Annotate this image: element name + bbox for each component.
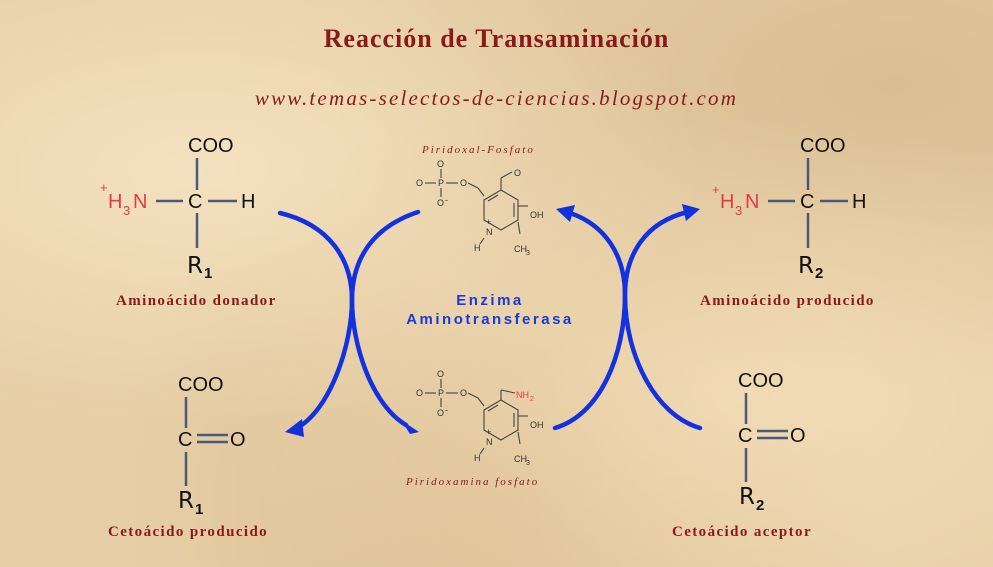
coo-label: COO: [738, 370, 784, 392]
bond: [477, 187, 485, 197]
arrowhead-icon: [682, 204, 700, 221]
r2-sub: 2: [756, 497, 764, 514]
blog-url: www.temas-selectos-de-ciencias.blogspot.…: [254, 86, 739, 110]
bond: [479, 237, 485, 245]
enzyme-line1: Enzima: [456, 292, 524, 309]
atom-o: O: [437, 369, 444, 379]
amino-sub: 3: [123, 203, 130, 218]
arrow-plp-to-pmp: [349, 209, 421, 428]
group-oh: OH: [530, 420, 544, 430]
amino-plus: +: [100, 180, 108, 195]
charge-minus: -: [445, 405, 448, 415]
caption-ketoacid-acceptor: Cetoácido aceptor: [672, 524, 813, 540]
enzyme-line2: Aminotransferasa: [406, 311, 574, 328]
cofactor-pyridoxamine-label: Piridoxamina fosfato: [406, 476, 540, 488]
oxygen-label: O: [230, 429, 246, 451]
r2-label: R: [739, 484, 755, 510]
group-ch3: CH: [514, 454, 527, 464]
atom-p: P: [438, 388, 444, 398]
molecule-amino-produced: COO + H 3 N C H R 2: [712, 135, 866, 282]
molecule-ketoacid-produced: COO C O R 1: [178, 374, 246, 518]
arrowhead-icon: [285, 419, 304, 437]
cofactor-pyridoxal-label: Piridoxal-Fosfato: [422, 144, 535, 156]
ring-n: N: [486, 437, 493, 447]
r1-sub: 1: [195, 501, 203, 518]
group-ch3: CH: [514, 244, 527, 254]
atom-o: O: [437, 408, 444, 418]
arrow-pmp-to-plp: [552, 210, 628, 431]
right-reaction-arrows: [552, 204, 703, 431]
left-reaction-arrows: [277, 209, 421, 437]
r2-label: R: [798, 253, 814, 279]
atom-o: O: [437, 159, 444, 169]
molecule-amino-donor: COO + H 3 N C H R 1: [100, 135, 255, 282]
structure-pyridoxamine-phosphate: O P O O - O NH 2 OH CH 3 N + H: [416, 369, 544, 467]
r2-sub: 2: [815, 265, 823, 282]
r1-sub: 1: [204, 265, 212, 282]
arrowhead-icon: [401, 420, 419, 434]
arrowhead-icon: [556, 205, 575, 222]
atom-o: O: [460, 178, 467, 188]
atom-p: P: [438, 178, 444, 188]
atom-o: O: [437, 198, 444, 208]
coo-label: COO: [800, 135, 846, 157]
hydrogen-label: H: [241, 191, 255, 213]
structure-pyridoxal-phosphate: O P O O - O O OH CH 3 N + H: [416, 159, 544, 257]
bond: [467, 182, 479, 189]
bond: [500, 389, 516, 394]
bond: [477, 397, 485, 407]
group-nh2: NH: [516, 390, 529, 400]
atom-o: O: [416, 178, 423, 188]
ring-h: H: [474, 453, 481, 463]
group-nh2-sub: 2: [530, 396, 534, 403]
arrow-donor-to-ketoacid: [277, 210, 355, 431]
hydrogen-label: H: [852, 191, 866, 213]
bond: [517, 221, 521, 235]
atom-o: O: [416, 388, 423, 398]
carbonyl-carbon: C: [178, 429, 192, 451]
coo-label: COO: [188, 135, 234, 157]
carbonyl-carbon: C: [738, 425, 752, 447]
ring-h: H: [474, 243, 481, 253]
amino-plus: +: [712, 182, 720, 197]
bond: [479, 447, 485, 455]
ring-n: N: [486, 227, 493, 237]
coo-label: COO: [178, 374, 224, 396]
group-ch3-sub: 3: [526, 460, 530, 467]
amino-h: H: [720, 191, 734, 213]
amino-n: N: [745, 191, 759, 213]
alpha-carbon: C: [800, 191, 814, 213]
bond: [517, 431, 521, 445]
ring-plus: +: [486, 217, 491, 227]
caption-amino-produced: Aminoácido producido: [700, 293, 875, 309]
atom-o: O: [514, 168, 521, 178]
r1-label: R: [187, 253, 203, 279]
oxygen-label: O: [790, 425, 806, 447]
group-oh: OH: [530, 210, 544, 220]
bond: [467, 392, 479, 399]
molecule-ketoacid-acceptor: COO C O R 2: [738, 370, 806, 514]
r1-label: R: [178, 488, 194, 514]
amino-n: N: [133, 191, 147, 213]
alpha-carbon: C: [188, 191, 202, 213]
amino-h: H: [108, 191, 122, 213]
page-title: Reacción de Transaminación: [323, 24, 670, 53]
caption-amino-donor: Aminoácido donador: [116, 293, 277, 309]
amino-sub: 3: [735, 203, 742, 218]
group-ch3-sub: 3: [526, 250, 530, 257]
bond: [500, 171, 513, 179]
atom-o: O: [460, 388, 467, 398]
charge-minus: -: [445, 195, 448, 205]
enzyme-name: Enzima Aminotransferasa: [370, 291, 610, 329]
caption-ketoacid-produced: Cetoácido producido: [108, 524, 269, 540]
ring-plus: +: [486, 427, 491, 437]
arrow-acceptor-to-amino: [622, 209, 703, 431]
